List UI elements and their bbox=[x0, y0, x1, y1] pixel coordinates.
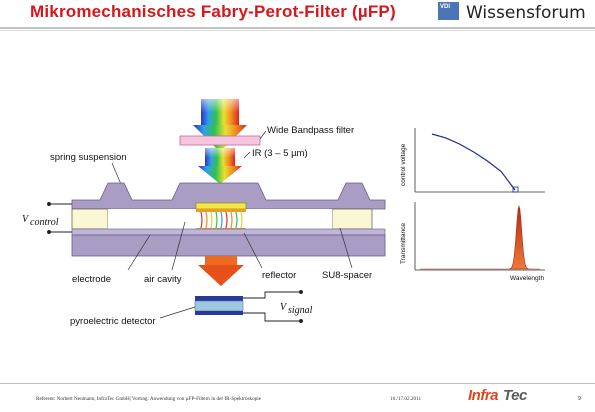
title-divider-shadow bbox=[0, 30, 595, 31]
electrode-label: electrode bbox=[72, 274, 111, 285]
v-signal-subscript: signal bbox=[288, 305, 313, 316]
filtered-ir-arrow bbox=[198, 148, 242, 184]
su8-spacer-leader bbox=[339, 227, 353, 269]
su8-spacer-left bbox=[71, 208, 109, 230]
vdi-logo bbox=[438, 2, 459, 20]
title-divider bbox=[0, 27, 595, 29]
control-voltage-end-marker bbox=[512, 186, 519, 193]
page-number: 9 bbox=[578, 396, 581, 402]
vdi-logo-text: VDI bbox=[440, 4, 451, 10]
control-voltage-plot: control voltage bbox=[400, 128, 545, 193]
pyroelectric-detector bbox=[194, 300, 244, 312]
lower-membrane bbox=[71, 228, 386, 236]
v-control-subscript: control bbox=[30, 217, 59, 228]
v-signal-label: V bbox=[280, 302, 288, 313]
wide-bandpass-label: Wide Bandpass filter bbox=[267, 125, 354, 136]
v-control-wiring bbox=[47, 202, 72, 234]
page-title: Mikromechanisches Fabry-Perot-Filter (µF… bbox=[30, 2, 396, 21]
transmitted-beam bbox=[205, 256, 237, 266]
reflector-leader bbox=[243, 232, 263, 269]
detector-bottom-electrode bbox=[195, 311, 243, 315]
reflector-label: reflector bbox=[262, 270, 296, 281]
v-signal-wiring bbox=[243, 290, 303, 323]
air-cavity-leader bbox=[171, 221, 186, 271]
electrode-leader bbox=[127, 234, 151, 271]
footer-divider bbox=[0, 383, 595, 384]
wide-bandpass-leader bbox=[259, 130, 267, 140]
detector-top-electrode bbox=[195, 296, 243, 301]
wide-bandpass-filter bbox=[179, 135, 261, 146]
interference-pattern bbox=[200, 211, 243, 229]
transmittance-peak bbox=[420, 204, 540, 270]
pyroelectric-label: pyroelectric detector bbox=[70, 316, 156, 327]
footer-reference: Referent: Norbert Neumann, InfraTec GmbH… bbox=[36, 396, 262, 402]
top-reflector-layer bbox=[196, 209, 246, 212]
air-cavity-label: air cavity bbox=[144, 274, 182, 285]
air-cavity bbox=[108, 209, 332, 229]
spring-suspension-label: spring suspension bbox=[50, 152, 127, 163]
wavelength-xlabel: Wavelength bbox=[510, 275, 544, 282]
control-voltage-curve bbox=[431, 133, 516, 191]
v-control-label: V bbox=[22, 214, 30, 225]
ir-range-label: IR (3 – 5 µm) bbox=[252, 148, 308, 159]
su8-spacer-label: SU8-spacer bbox=[322, 270, 372, 281]
transmittance-plot: Transmittance Wavelength bbox=[400, 202, 545, 282]
infratec-logo-part2: Tec bbox=[503, 387, 527, 404]
control-voltage-ylabel: control voltage bbox=[400, 143, 407, 186]
upper-membrane bbox=[71, 182, 386, 210]
footer-date: 16./17.02.2011 bbox=[390, 396, 422, 402]
transmitted-arrowhead bbox=[198, 265, 244, 286]
su8-spacer-right bbox=[331, 208, 373, 230]
top-reflector bbox=[195, 202, 247, 210]
transmittance-ylabel: Transmittance bbox=[400, 223, 407, 264]
brand-name: Wissensforum bbox=[466, 3, 586, 23]
infratec-logo-part1: Infra bbox=[468, 387, 499, 404]
ir-range-leader bbox=[243, 151, 251, 159]
pyroelectric-leader bbox=[159, 306, 196, 319]
substrate bbox=[71, 234, 386, 257]
